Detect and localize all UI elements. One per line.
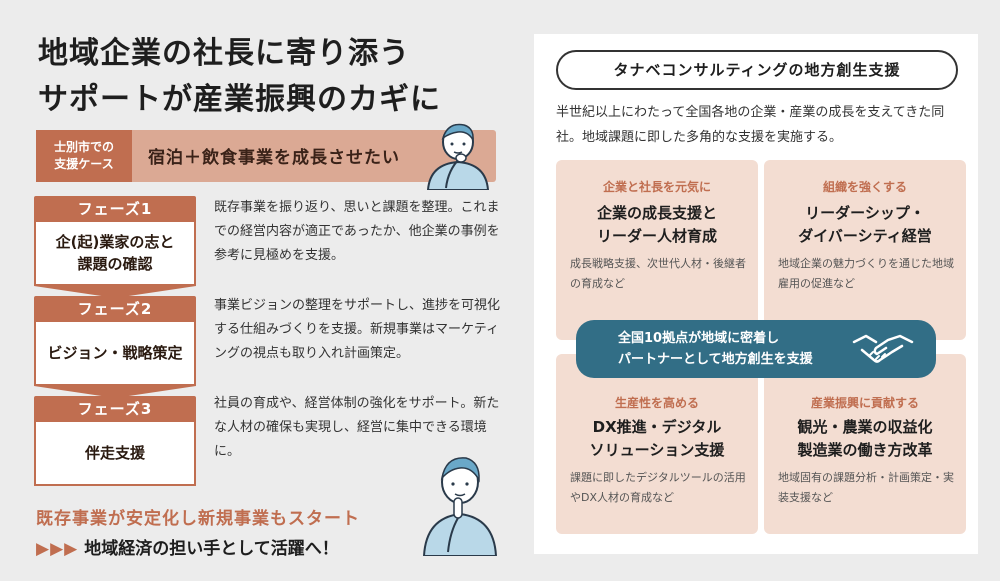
phase-2-label: フェーズ2 — [34, 296, 196, 322]
handshake-icon — [852, 334, 914, 363]
partner-banner: 全国10拠点が地域に密着し パートナーとして地方創生を支援 — [576, 320, 936, 378]
card-productivity: 生産性を高める DX推進・デジタル ソリューション支援 課題に即したデジタルツー… — [556, 354, 758, 534]
panel-intro: 半世紀以上にわたって全国各地の企業・産業の成長を支えてきた同社。地域課題に即した… — [556, 105, 945, 145]
result-line-1: 既存事業が安定化し新規事業もスタート — [36, 509, 360, 529]
card-2-title-line-2: ダイバーシティ経営 — [798, 227, 932, 245]
phase-1-title: 企(起)業家の志と 課題の確認 — [34, 222, 196, 286]
phase-2-title-line-1: ビジョン・戦略策定 — [47, 344, 183, 362]
phase-2-description: 事業ビジョンの整理をサポートし、進捗を可視化する仕組みづくりを支援。新規事業はマ… — [214, 298, 501, 361]
support-case-bar: 士別市での 支援ケース 宿泊＋飲食事業を成長させたい — [36, 130, 496, 182]
card-3-description: 課題に即したデジタルツールの活用やDX人材の育成など — [570, 471, 746, 504]
card-2-title-line-1: リーダーシップ・ — [805, 204, 925, 222]
phase-1-label: フェーズ1 — [34, 196, 196, 222]
card-3-title-line-2: ソリューション支援 — [589, 441, 725, 459]
headline-line-1: 地域企業の社長に寄り添う — [38, 36, 410, 71]
phase-2-title: ビジョン・戦略策定 — [34, 322, 196, 386]
card-2-description: 地域企業の魅力づくりを通じた地域雇用の促進など — [778, 257, 954, 290]
card-3-tag: 生産性を高める — [614, 396, 699, 410]
card-3-title: DX推進・デジタル ソリューション支援 — [556, 416, 758, 462]
triple-arrow-icon: ▶▶▶ — [36, 539, 79, 559]
card-4-tag: 産業振興に貢献する — [810, 396, 919, 410]
phase-2-arrow — [34, 386, 196, 398]
card-4-title: 観光・農業の収益化 製造業の働き方改革 — [764, 416, 966, 462]
phase-1-arrow — [34, 286, 196, 298]
case-text: 宿泊＋飲食事業を成長させたい — [148, 148, 400, 168]
phase-1-description: 既存事業を振り返り、思いと課題を整理。これまでの経営内容が適正であったか、他企業… — [214, 200, 500, 263]
card-1-description: 成長戦略支援、次世代人材・後継者の育成など — [570, 257, 746, 290]
phase-3-title-line-1: 伴走支援 — [84, 444, 145, 462]
card-1-tag: 企業と社長を元気に — [602, 180, 711, 194]
card-1-title: 企業の成長支援と リーダー人材育成 — [556, 202, 758, 248]
card-growth-support: 企業と社長を元気に 企業の成長支援と リーダー人材育成 成長戦略支援、次世代人材… — [556, 160, 758, 340]
card-4-description: 地域固有の課題分析・計画策定・実装支援など — [778, 471, 954, 504]
card-organization: 組織を強くする リーダーシップ・ ダイバーシティ経営 地域企業の魅力づくりを通じ… — [764, 160, 966, 340]
case-tag-line-2: 支援ケース — [54, 157, 114, 171]
case-tag-line-1: 士別市での — [53, 140, 114, 154]
result-line-2: ▶▶▶地域経済の担い手として活躍へ！ — [36, 534, 339, 559]
phase-1: フェーズ1 企(起)業家の志と 課題の確認 — [34, 196, 196, 298]
phase-1-title-line-1: 企(起)業家の志と — [55, 233, 175, 251]
card-2-tag: 組織を強くする — [822, 180, 907, 194]
banner-line-2: パートナーとして地方創生を支援 — [618, 352, 813, 367]
phase-3-description: 社員の育成や、経営体制の強化をサポート。新たな人材の確保も実現し、経営に集中でき… — [214, 396, 500, 459]
headline-line-2: サポートが産業振興のカギに — [38, 82, 441, 117]
card-3-title-line-1: DX推進・デジタル — [592, 418, 722, 436]
support-panel: タナベコンサルティングの地方創生支援 半世紀以上にわたって全国各地の企業・産業の… — [534, 34, 978, 554]
phase-3-label: フェーズ3 — [34, 396, 196, 422]
banner-line-1: 全国10拠点が地域に密着し — [618, 331, 780, 346]
person-thinking-icon — [426, 123, 490, 190]
card-1-title-line-2: リーダー人材育成 — [596, 227, 717, 245]
case-tag: 士別市での 支援ケース — [36, 130, 132, 182]
card-1-title-line-1: 企業の成長支援と — [596, 204, 717, 222]
panel-title: タナベコンサルティングの地方創生支援 — [556, 50, 958, 90]
phase-2: フェーズ2 ビジョン・戦略策定 — [34, 296, 196, 398]
card-4-title-line-2: 製造業の働き方改革 — [797, 441, 933, 459]
phase-3: フェーズ3 伴走支援 — [34, 396, 196, 486]
card-2-title: リーダーシップ・ ダイバーシティ経営 — [764, 202, 966, 248]
card-industry: 産業振興に貢献する 観光・農業の収益化 製造業の働き方改革 地域固有の課題分析・… — [764, 354, 966, 534]
phase-1-title-line-2: 課題の確認 — [77, 255, 153, 273]
person-idea-icon — [422, 457, 498, 556]
phase-3-title: 伴走支援 — [34, 422, 196, 486]
result-line-2-text: 地域経済の担い手として活躍へ！ — [84, 539, 339, 559]
card-4-title-line-1: 観光・農業の収益化 — [797, 418, 933, 436]
